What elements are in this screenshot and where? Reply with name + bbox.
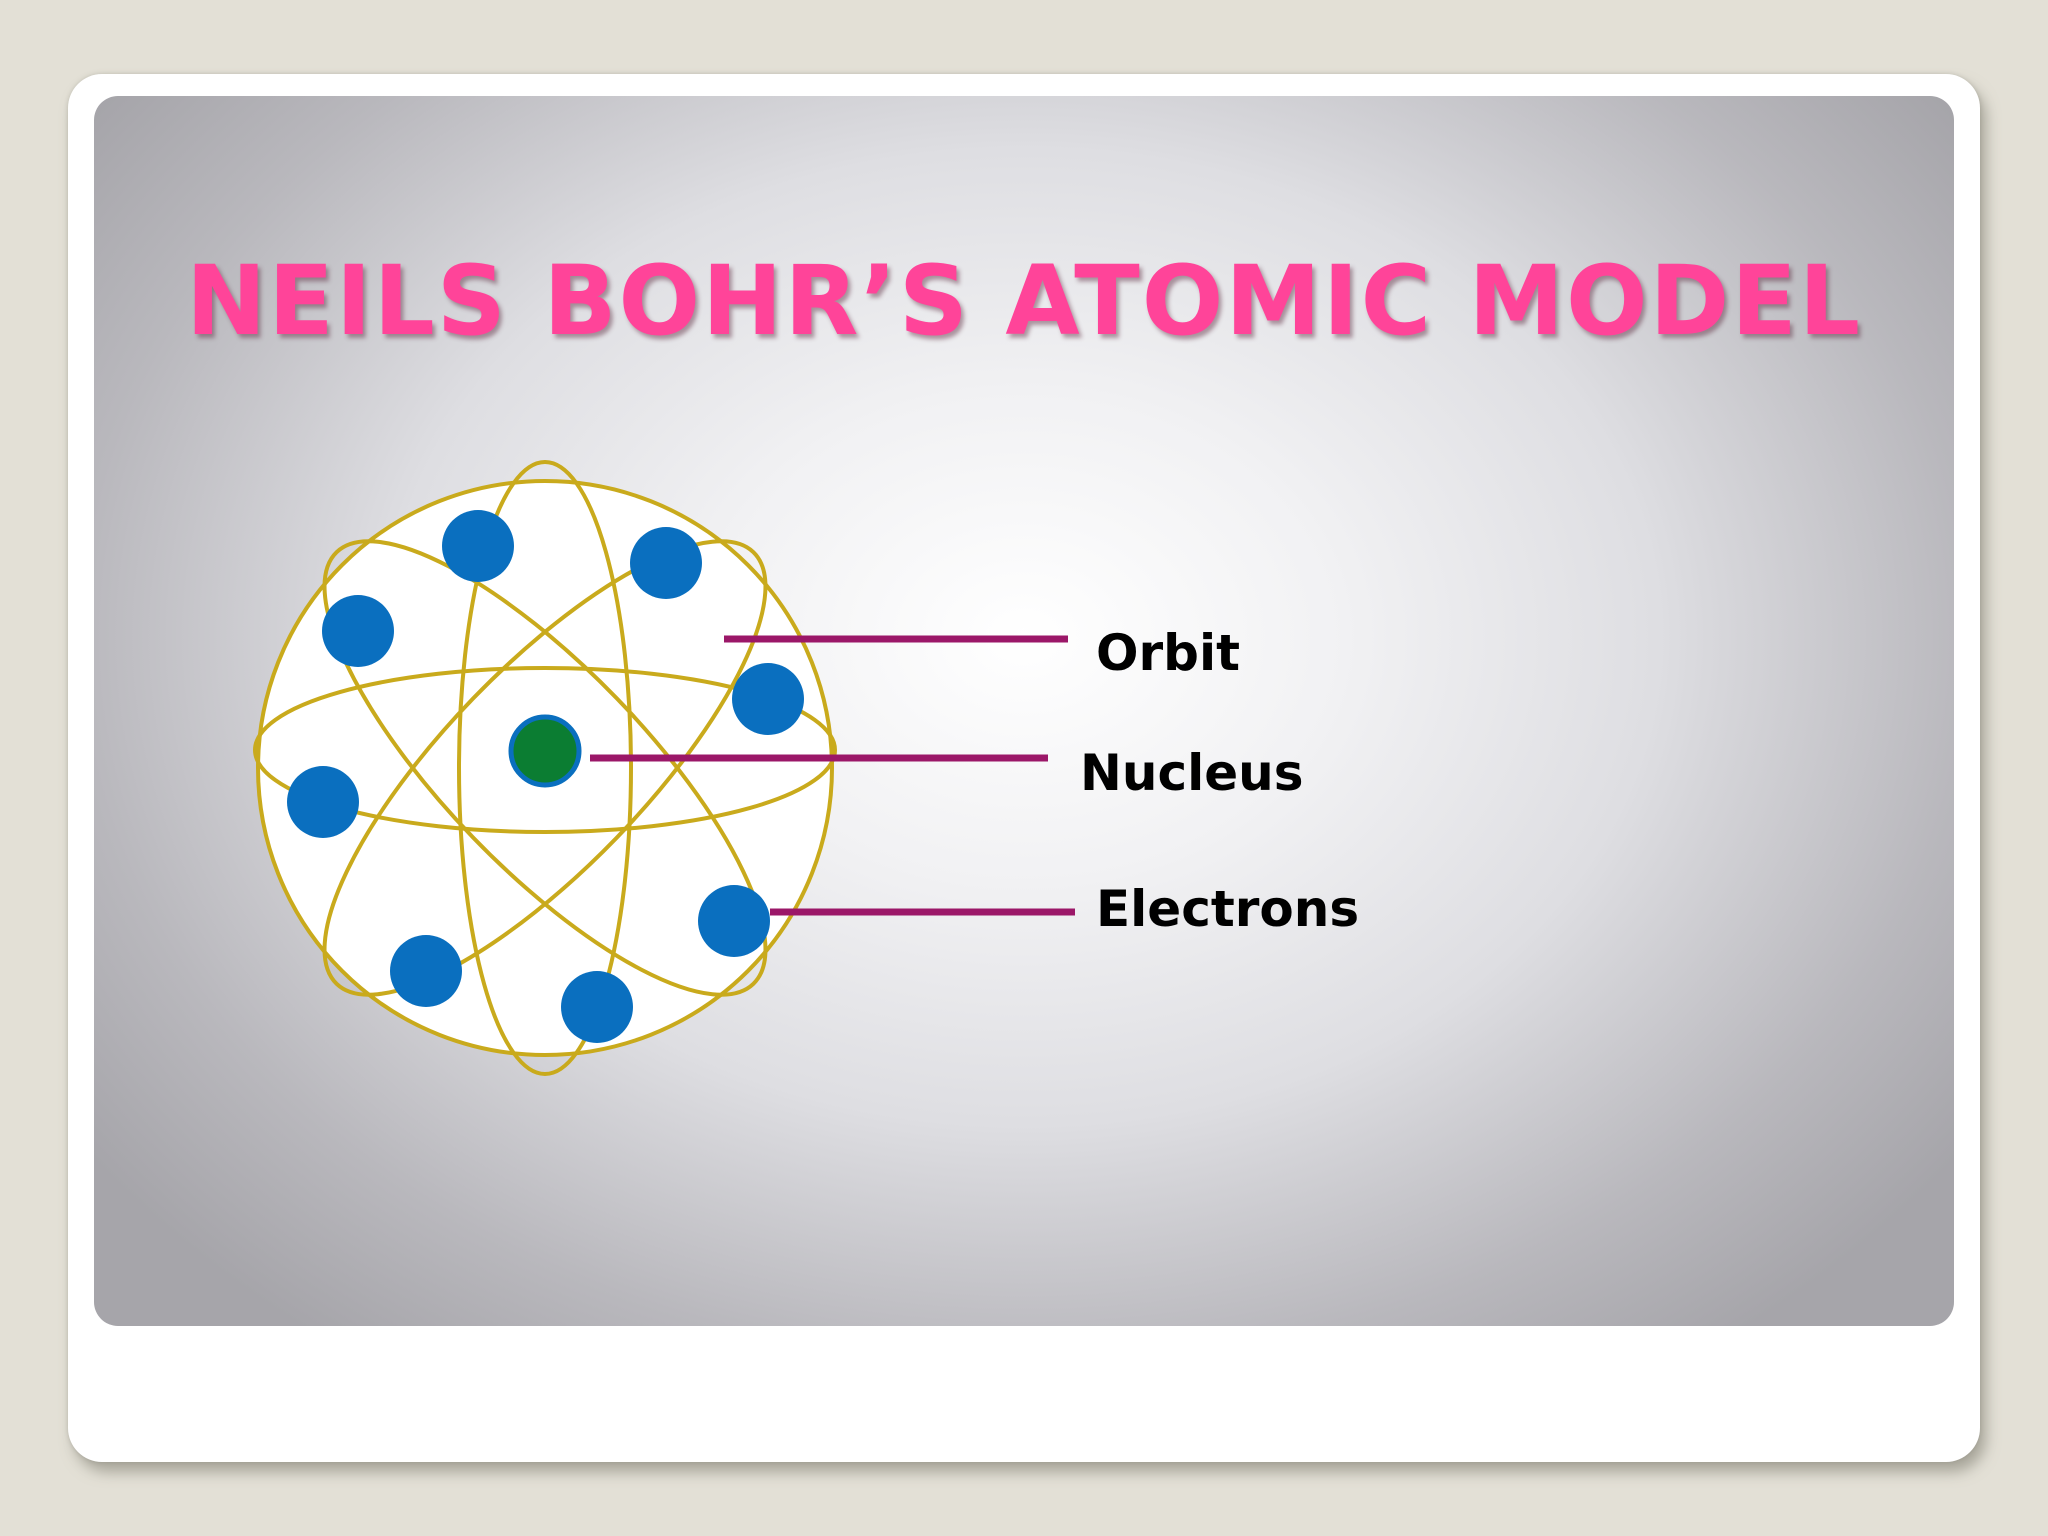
orbit-horizontal	[253, 666, 837, 834]
slide-title: NEILS BOHR’S ATOMIC MODEL	[185, 245, 1863, 357]
electron	[732, 663, 804, 735]
nucleus	[508, 714, 582, 788]
orbit-group	[253, 460, 837, 1076]
electrons-label: Electrons	[1096, 880, 1360, 938]
nucleus-label: Nucleus	[1080, 744, 1304, 802]
electron	[561, 971, 633, 1043]
electron	[630, 527, 702, 599]
orbit-vertical	[457, 460, 633, 1076]
electron-group	[287, 510, 804, 1043]
orbit-label: Orbit	[1096, 624, 1240, 682]
electron	[442, 510, 514, 582]
electron	[287, 766, 359, 838]
orbit-diagonal-right	[322, 539, 768, 997]
electron	[322, 595, 394, 667]
orbit-diagonal-left	[322, 539, 768, 997]
leader-lines	[590, 635, 1075, 916]
electron	[698, 885, 770, 957]
electron	[390, 935, 462, 1007]
